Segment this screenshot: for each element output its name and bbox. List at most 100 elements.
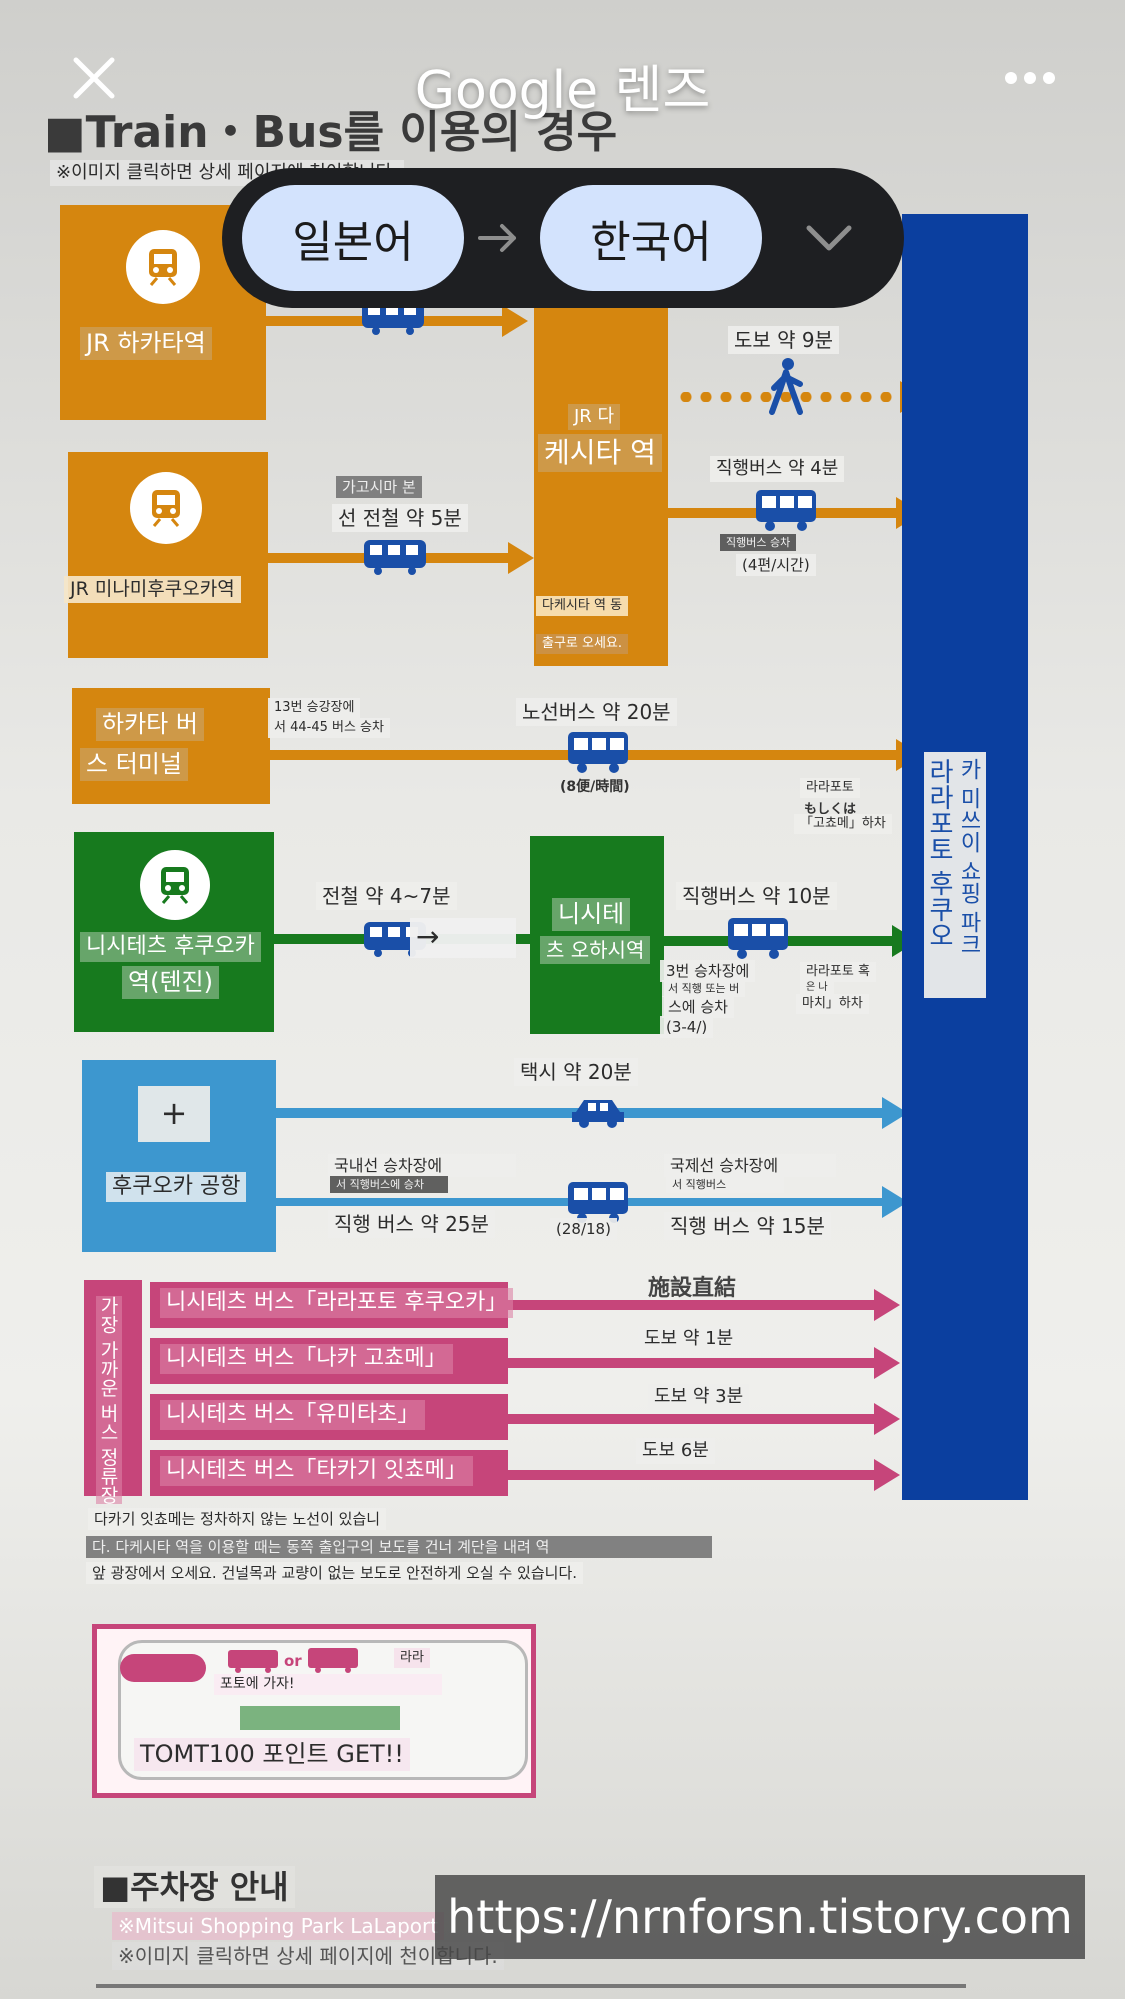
arrow-bus-stop (508, 1470, 878, 1480)
origin-airport-plus: + (138, 1086, 210, 1142)
target-language-button[interactable]: 한국어 (540, 185, 762, 291)
arrow-bus-stop (508, 1358, 878, 1368)
bus-stop-time: 도보 6분 (636, 1438, 715, 1464)
route-domestic-board: 서 직행버스에 승차 (330, 1176, 448, 1194)
bus-stop-time: 도보 약 3분 (648, 1384, 750, 1410)
route-direct-bus-25: 직행 버스 약 25분 (328, 1210, 495, 1238)
hub-ohashi-2: 츠 오하시역 (540, 936, 651, 964)
route-train-5: 선 전철 약 5분 (332, 504, 468, 532)
bus-icon (754, 488, 818, 536)
bus-stops-side-label: 가장 가까운 버스 정류장 (96, 1296, 122, 1505)
more-options-button[interactable] (990, 48, 1070, 108)
route-direct-bus-4: 직행버스 약 4분 (710, 456, 845, 482)
parking-line-2: ※이미지 클릭하면 상세 페이지에 천이합니다. (112, 1942, 504, 1970)
more-icon (1005, 72, 1055, 84)
section-title: ■Train・Bus를 이용의 경우 (44, 107, 618, 158)
bus-stop-name: 니시테츠 버스「유미타초」 (160, 1400, 426, 1431)
route-arrow-box: → (410, 918, 516, 958)
destination-label-box (924, 752, 986, 998)
route-or-jp: もしくは (804, 802, 857, 817)
bus-icon (566, 730, 630, 778)
origin-bus-terminal-1: 하카타 버 (96, 708, 204, 741)
route-koshome-off: 「고쵸메」하차 (794, 814, 892, 834)
origin-hakata: JR 하카타역 (80, 327, 212, 360)
train-icon (362, 536, 428, 580)
route-stop-3-c: 스에 승차 (662, 996, 734, 1018)
origin-tenjin-1: 니시테츠 후쿠오카 (80, 932, 261, 963)
origin-bus-terminal-2: 스 터미널 (80, 748, 188, 781)
hub-takeshita-note-2: 출구로 오세요. (536, 634, 629, 654)
route-train-4-7: 전철 약 4~7분 (316, 882, 457, 910)
origin-minami: JR 미나미후쿠오카역 (64, 576, 241, 603)
route-walk-9: 도보 약 9분 (728, 326, 840, 354)
parking-line-1: ※Mitsui Shopping Park LaLaport (112, 1912, 445, 1940)
promo-or: or (284, 1652, 302, 1670)
facility-direct: 施設直結 (648, 1276, 737, 1301)
bottom-rule (96, 1984, 966, 1988)
train-icon (306, 1646, 360, 1678)
taxi-icon (570, 1092, 626, 1132)
note-line-2: 다. 다케시타 역을 이용할 때는 동쪽 출입구의 보도를 건너 계단을 내려 … (86, 1536, 712, 1558)
route-or-ko: 은 나 (800, 980, 834, 996)
route-intl-stop: 국제선 승차장에 (664, 1154, 836, 1178)
hub-ohashi-1: 니시테 (552, 898, 631, 931)
hub-takeshita-1: JR 다 (568, 404, 621, 430)
bus-icon (726, 916, 790, 964)
route-lalaport-front: 라라포토 (800, 778, 860, 798)
promo-tag (120, 1654, 206, 1682)
route-freq-3-4: (3-4/) (660, 1016, 714, 1038)
promo-strip (240, 1706, 400, 1730)
route-freq-28-18: (28/18) (550, 1218, 617, 1240)
route-kagoshima-line: 가고시마 본 (336, 476, 422, 498)
ohashi-panel (530, 836, 664, 1034)
route-freq-4: (4편/시간) (736, 554, 816, 576)
note-line-3: 앞 광장에서 오세요. 건널목과 교량이 없는 보도로 안전하게 오실 수 있습… (86, 1562, 584, 1584)
note-line-1: 다카기 잇쵸메는 정차하지 않는 노선이 있습니 (88, 1508, 387, 1530)
route-bus-20: 노선버스 약 20분 (516, 698, 677, 726)
watermark: https://nrnforsn.tistory.com (435, 1875, 1085, 1959)
route-direct-bus-10: 직행버스 약 10분 (676, 882, 837, 910)
bus-stop-time: 도보 약 1분 (638, 1326, 740, 1352)
bus-icon (226, 1648, 280, 1678)
route-domestic-stop: 국내선 승차장에 (328, 1154, 516, 1178)
train-icon (140, 850, 210, 920)
source-language-button[interactable]: 일본어 (242, 185, 464, 291)
arrow-head-icon (874, 1459, 900, 1491)
close-icon (73, 57, 115, 99)
route-stop-3: 3번 승차장에 (660, 960, 756, 982)
arrow-head-icon (502, 305, 528, 337)
bus-stop-name: 니시테츠 버스「타카기 잇쵸메」 (160, 1456, 473, 1487)
route-direct-bus-board: 직행버스 승차 (720, 534, 797, 552)
hub-takeshita-2: 케시타 역 (538, 434, 662, 472)
google-lens-title: Google 렌즈 (414, 61, 711, 121)
arrow-bus-stop (508, 1300, 878, 1310)
route-stop-13: 13번 승강장에 (268, 698, 361, 718)
route-intl-board: 서 직행버스 (666, 1176, 784, 1194)
arrow-head-icon (508, 542, 534, 574)
language-dropdown-button[interactable] (794, 210, 864, 266)
close-button[interactable] (62, 46, 126, 110)
walk-dotted-line (676, 392, 926, 402)
promo-points: TOMT100 포인트 GET!! (134, 1738, 410, 1771)
bus-stop-name: 니시테츠 버스「나카 고쵸메」 (160, 1344, 453, 1375)
bus-stop-name: 니시테츠 버스「라라포토 후쿠오카」 (160, 1288, 514, 1319)
chevron-down-icon (806, 225, 852, 251)
route-freq-8: (8便/時間) (560, 779, 630, 795)
train-icon (126, 230, 200, 304)
origin-tenjin-2: 역(텐진) (122, 966, 219, 999)
origin-airport: 후쿠오카 공항 (106, 1172, 247, 1203)
arrow-right-icon (476, 220, 520, 260)
language-selector: 일본어 한국어 (222, 168, 904, 308)
parking-title: ■주차장 안내 (94, 1866, 295, 1909)
route-stop-13-b: 서 44-45 버스 승차 (268, 718, 390, 738)
route-machi-off: 마치」하차 (796, 994, 869, 1014)
route-lalaport-side: 라라포토 혹 (800, 962, 876, 982)
destination-line-1: 카 미쓰이 쇼핑 파크 (956, 758, 981, 955)
route-direct-bus-15: 직행 버스 약 15분 (664, 1212, 831, 1240)
bus-terminal-panel (72, 688, 270, 804)
hub-takeshita-note-1: 다케시타 역 동 (536, 596, 629, 616)
walking-person-icon (766, 358, 806, 420)
route-taxi-20: 택시 약 20분 (514, 1058, 638, 1086)
arrow-head-icon (874, 1403, 900, 1435)
